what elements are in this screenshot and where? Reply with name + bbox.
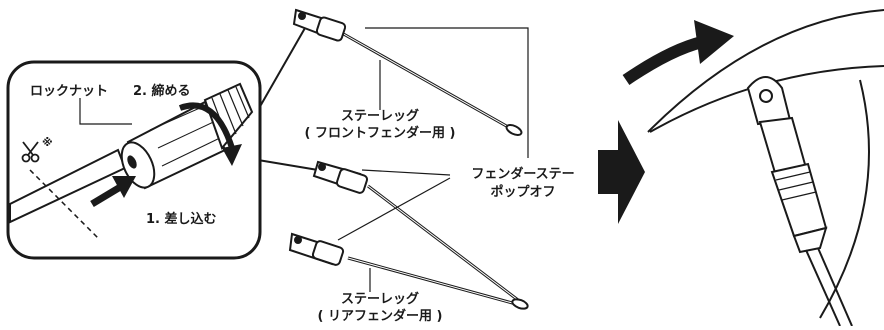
tighten-rotation-arrow bbox=[178, 102, 235, 149]
label-front-leg-2: ( フロントフェンダー用 ) bbox=[305, 125, 456, 141]
installed-view bbox=[622, 9, 884, 327]
next-step-arrow-icon bbox=[598, 120, 645, 224]
label-insert-step: 1. 差し込む bbox=[146, 211, 217, 227]
label-rear-leg-2: ( リアフェンダー用 ) bbox=[318, 308, 443, 324]
label-popoff-1: フェンダーステー bbox=[471, 166, 574, 182]
tire-edge bbox=[819, 79, 870, 319]
push-arrowhead bbox=[694, 20, 734, 64]
label-popoff-2: ポップオフ bbox=[490, 184, 555, 200]
inset-panel: ロックナット 2. 締める 1. 差し込む ※ bbox=[6, 27, 319, 260]
stay-rod-right bbox=[817, 247, 853, 327]
tighten-arrowhead bbox=[222, 144, 242, 166]
cut-line bbox=[29, 169, 101, 241]
label-scissors-note: ※ bbox=[42, 136, 53, 149]
label-rear-leg-1: ステーレッグ bbox=[341, 291, 419, 307]
inset-locknut bbox=[120, 82, 254, 190]
push-arrow-shaft bbox=[622, 36, 704, 85]
insert-arrow bbox=[90, 176, 136, 208]
label-tighten-step: 2. 締める bbox=[133, 83, 191, 99]
rear-fender-stay-leg bbox=[288, 232, 529, 310]
leader-lines bbox=[337, 27, 529, 292]
scissors-icon bbox=[21, 141, 40, 163]
front-fender-stay-leg bbox=[292, 8, 523, 136]
popoff-upper bbox=[312, 160, 519, 302]
callout-line-top bbox=[257, 27, 306, 111]
locknut-leader bbox=[79, 98, 132, 125]
label-locknut: ロックナット bbox=[30, 84, 108, 99]
callout-line-bottom bbox=[257, 159, 319, 171]
stay-rod-left bbox=[805, 249, 841, 327]
fender-outer bbox=[647, 9, 884, 133]
label-front-leg-1: ステーレッグ bbox=[341, 108, 419, 124]
